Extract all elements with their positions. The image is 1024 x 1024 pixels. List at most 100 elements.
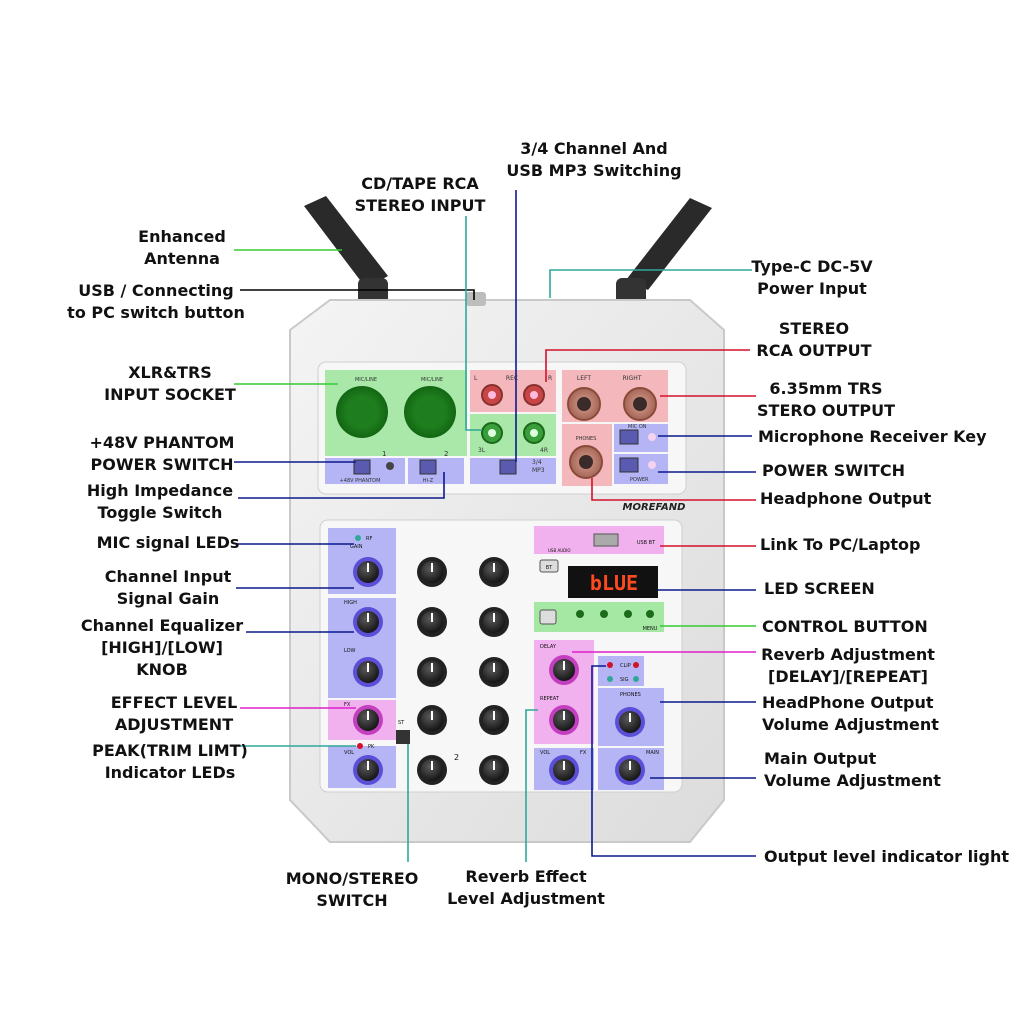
- callout-line-cd-tape: [465, 216, 482, 431]
- fx-vol-label: VOL: [540, 750, 550, 756]
- knob[interactable]: [417, 557, 447, 587]
- callout-text-line: Signal Gain: [116, 589, 220, 608]
- callout-label-control-button: CONTROL BUTTON: [762, 616, 928, 638]
- hiz-label: HI-Z: [423, 478, 434, 484]
- callout-text-line: STEREO INPUT: [354, 196, 486, 215]
- callout-text-line: Volume Adjustment: [762, 715, 939, 734]
- knob[interactable]: [353, 557, 383, 587]
- callout-text-line: Toggle Switch: [97, 503, 223, 522]
- xlr-socket-1[interactable]: [336, 386, 388, 438]
- knob[interactable]: [353, 705, 383, 735]
- knob[interactable]: [615, 707, 645, 737]
- callout-label-led-screen: LED SCREEN: [764, 578, 875, 600]
- swmp3-label: MP3: [532, 467, 545, 474]
- usb-audio-label: USB AUDIO: [548, 548, 571, 553]
- trs-left-output[interactable]: [567, 387, 601, 421]
- callout-label-peak-leds: PEAK(TRIM LIMT)Indicator LEDs: [92, 740, 248, 784]
- main-label: MAIN: [646, 750, 659, 756]
- callout-text-line: RCA OUTPUT: [756, 341, 872, 360]
- led-screen-text: bLUE: [590, 571, 638, 595]
- delay-label: DELAY: [540, 644, 557, 650]
- knob[interactable]: [353, 657, 383, 687]
- callout-text-line: XLR&TRS: [128, 363, 212, 382]
- bt-label: BT: [546, 565, 553, 571]
- left-label: LEFT: [577, 375, 591, 382]
- callout-line-high-impedance: [238, 472, 445, 499]
- callout-text-line: Output level indicator light: [764, 847, 1010, 866]
- knob[interactable]: [417, 755, 447, 785]
- callout-label-reverb-adjustment: Reverb Adjustment[DELAY]/[REPEAT]: [761, 644, 935, 688]
- mic-on-button[interactable]: [619, 429, 639, 445]
- sig-label: SIG: [620, 677, 629, 683]
- callout-text-line: Microphone Receiver Key: [758, 427, 987, 446]
- trs-right-output[interactable]: [623, 387, 657, 421]
- knob[interactable]: [549, 705, 579, 735]
- ch1-fx-label: FX: [344, 702, 351, 708]
- power-button[interactable]: [619, 457, 639, 473]
- knob[interactable]: [417, 705, 447, 735]
- cd-tape-rca-jacks[interactable]: [481, 422, 545, 444]
- callout-text-line: EFFECT LEVEL: [110, 693, 238, 712]
- mic-on-label: MIC ON: [628, 424, 647, 430]
- usb-bt-label: USB BT: [637, 540, 656, 546]
- callout-text-line: USB MP3 Switching: [506, 161, 682, 180]
- ch1-vol-label: VOL: [344, 750, 354, 756]
- knob[interactable]: [615, 755, 645, 785]
- usb-port[interactable]: [593, 533, 619, 547]
- callout-text-line: Reverb Effect: [465, 867, 587, 886]
- callout-text-line: Antenna: [144, 249, 220, 268]
- phantom-switch[interactable]: [353, 459, 371, 475]
- knob[interactable]: [479, 755, 509, 785]
- knob[interactable]: [479, 607, 509, 637]
- knob[interactable]: [417, 657, 447, 687]
- callout-text-line: Indicator LEDs: [104, 763, 236, 782]
- knob[interactable]: [417, 607, 447, 637]
- brand-logo: MOREFAND: [623, 502, 686, 513]
- knob[interactable]: [353, 607, 383, 637]
- callout-label-power-switch: POWER SWITCH: [762, 460, 905, 482]
- callout-text-line: Main Output: [764, 749, 877, 768]
- callout-text-line: Reverb Adjustment: [761, 645, 935, 664]
- knob[interactable]: [479, 705, 509, 735]
- knob[interactable]: [549, 755, 579, 785]
- callout-text-line: CONTROL BUTTON: [762, 617, 928, 636]
- ch4r-label: 4R: [540, 447, 548, 454]
- rf-label: RF: [366, 536, 372, 542]
- callout-text-line: Channel Equalizer: [80, 616, 244, 635]
- repeat-label: REPEAT: [540, 696, 560, 702]
- rec-rca-jacks[interactable]: [481, 384, 545, 406]
- phones-jack[interactable]: [569, 445, 603, 479]
- hiz-switch[interactable]: [419, 459, 437, 475]
- led-screen: [568, 566, 658, 598]
- st-label: ST: [398, 720, 405, 726]
- control-buttons[interactable]: [539, 609, 654, 625]
- callout-text-line: LED SCREEN: [764, 579, 875, 598]
- callout-label-mic-receiver-key: Microphone Receiver Key: [758, 426, 987, 448]
- callout-text-line: Enhanced: [138, 227, 226, 246]
- ch34-mp3-switch[interactable]: [499, 459, 517, 475]
- knob[interactable]: [479, 557, 509, 587]
- callout-text-line: 3/4 Channel And: [520, 139, 668, 158]
- r-label: R: [548, 375, 552, 382]
- callout-line-typec: [549, 269, 752, 298]
- mic-line-label-1: MIC/LINE: [355, 377, 377, 383]
- knob[interactable]: [353, 755, 383, 785]
- callout-label-link-pc: Link To PC/Laptop: [760, 534, 920, 556]
- ch3l-label: 3L: [478, 447, 486, 454]
- xlr-socket-2[interactable]: [404, 386, 456, 438]
- mono-stereo-switch-button[interactable]: [396, 730, 410, 744]
- knob-group: [353, 557, 645, 785]
- callout-label-mic-signal-leds: MIC signal LEDs: [97, 532, 240, 554]
- menu-label: MENU: [643, 626, 658, 632]
- knob[interactable]: [479, 657, 509, 687]
- knob[interactable]: [549, 655, 579, 685]
- right-label: RIGHT: [623, 375, 642, 382]
